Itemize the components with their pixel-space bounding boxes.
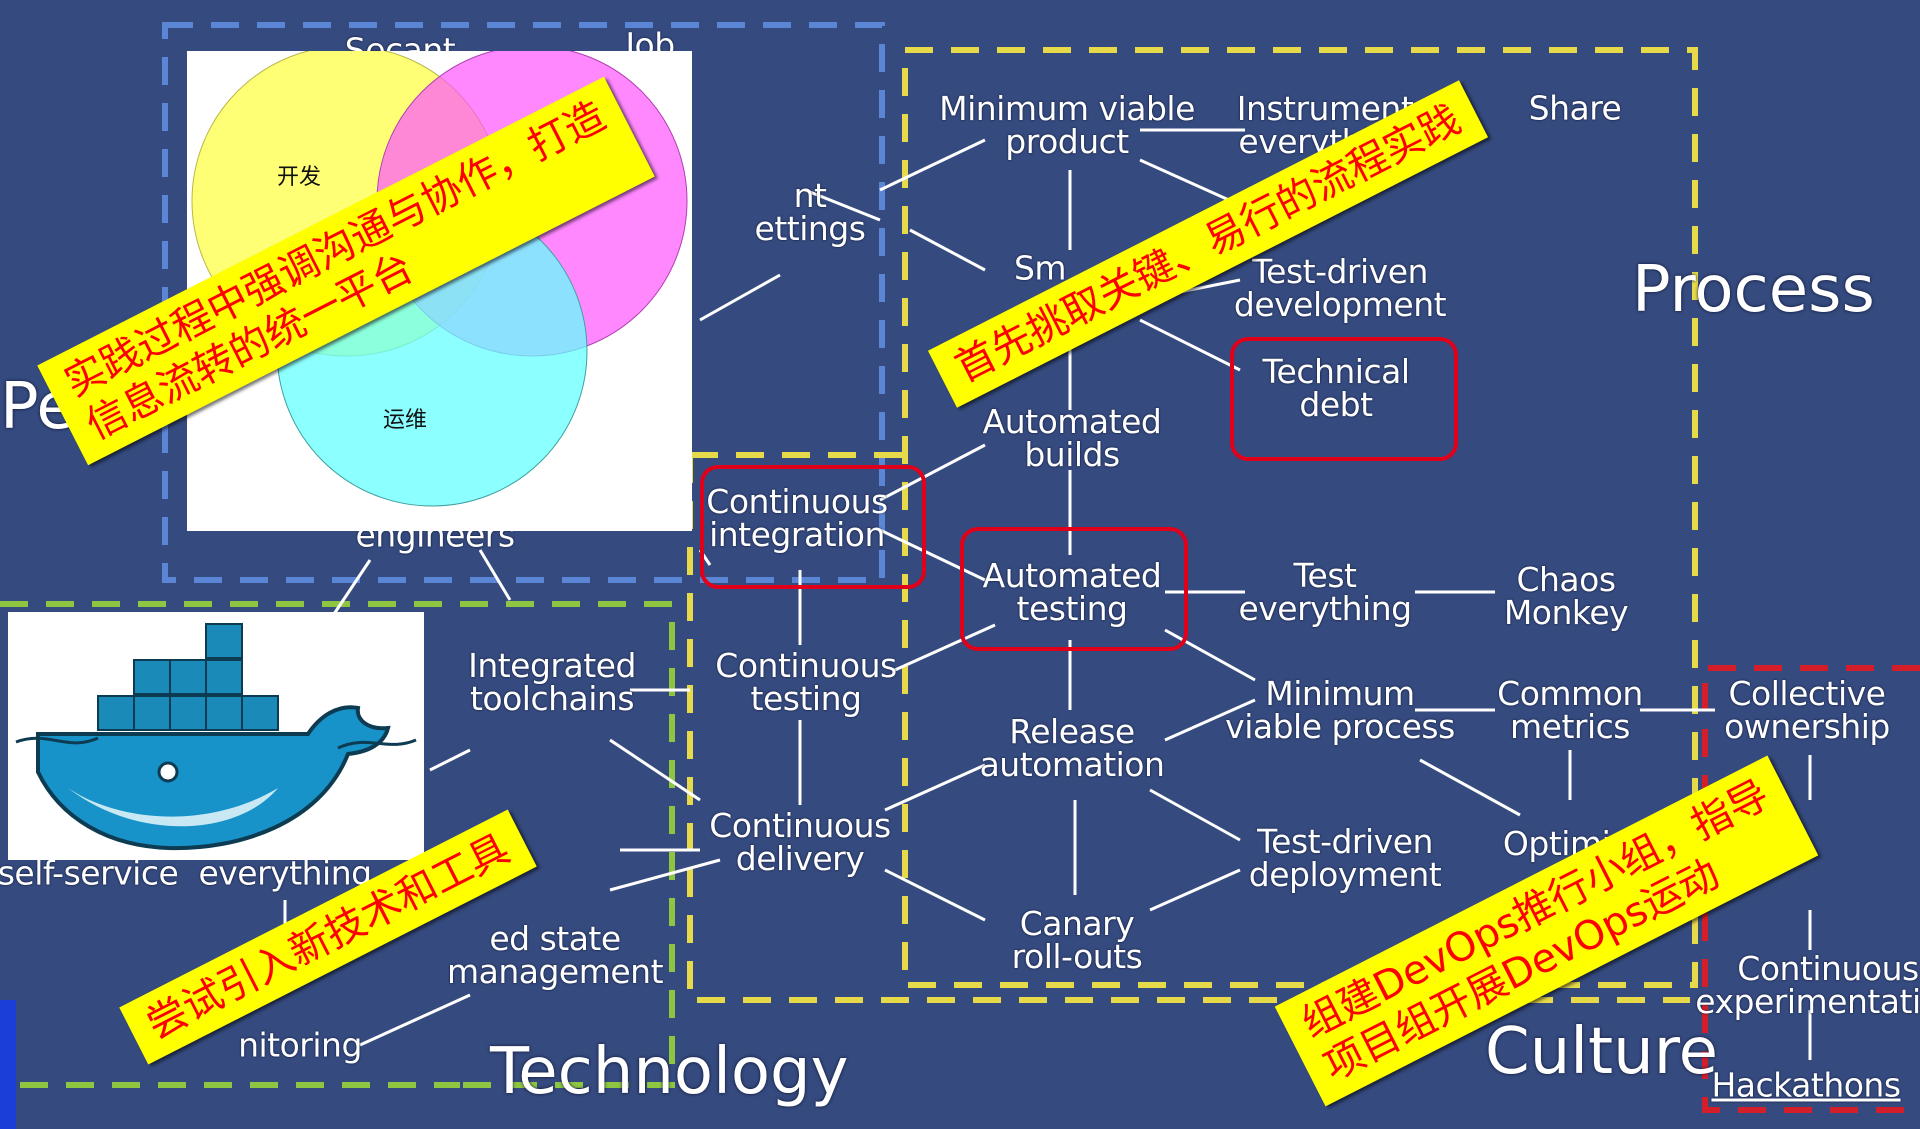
node-automated-builds: Automated builds <box>982 402 1162 474</box>
partial-label-monitoring: nitoring <box>238 1025 362 1065</box>
partial-label-settings: nt ettings <box>754 176 866 248</box>
node-hackathons: Hackathons <box>1711 1065 1901 1105</box>
process-region-border <box>902 47 1698 988</box>
node-collective-ownership: Collective ownership <box>1724 674 1890 746</box>
highlight-technical-debt <box>1230 337 1458 461</box>
culture-region-title: Culture <box>1485 1015 1718 1089</box>
node-continuous-experimentation: Continuous experimentation <box>1695 949 1920 1021</box>
left-edge-accent <box>0 1000 16 1129</box>
node-minimum-viable-process: Minimum viable process <box>1225 674 1455 746</box>
partial-label-state-management: ed state management <box>446 919 664 991</box>
node-chaos-monkey: Chaos Monkey <box>1503 560 1629 632</box>
node-test-driven-deployment: Test-driven deployment <box>1248 822 1442 894</box>
technology-region-border <box>0 601 675 1088</box>
node-release-automation: Release automation <box>979 712 1165 784</box>
node-continuous-integration: Continuous integration <box>706 482 888 554</box>
highlight-automated-testing <box>960 527 1188 651</box>
node-technical-debt: Technical debt <box>1262 352 1410 424</box>
node-common-metrics: Common metrics <box>1497 674 1643 746</box>
node-automated-testing: Automated testing <box>982 556 1162 628</box>
technology-region-title: Technology <box>490 1035 849 1109</box>
process-region-title: Process <box>1632 253 1875 327</box>
venn-label-ops: 运维 <box>382 408 428 433</box>
docker-logo <box>15 623 417 851</box>
node-minimum-viable-product: Minimum viable product <box>939 89 1195 161</box>
partial-label-self-service: self-service <box>0 853 179 893</box>
partial-label-everything: everything <box>198 853 372 893</box>
node-test-driven-development: Test-driven development <box>1233 252 1447 324</box>
highlight-continuous-integration <box>700 465 926 589</box>
node-continuous-delivery: Continuous delivery <box>709 806 891 878</box>
docker-logo-panel <box>8 612 424 860</box>
node-test-everything: Test everything <box>1238 556 1412 628</box>
node-small-partial: Sm <box>1013 248 1067 288</box>
partial-label-share: Share <box>1528 88 1622 128</box>
node-canary-roll-outs: Canary roll-outs <box>1011 904 1143 976</box>
venn-label-dev: 开发 <box>276 165 322 190</box>
node-continuous-testing: Continuous testing <box>715 646 897 718</box>
node-integrated-toolchains: Integrated toolchains <box>468 646 636 718</box>
